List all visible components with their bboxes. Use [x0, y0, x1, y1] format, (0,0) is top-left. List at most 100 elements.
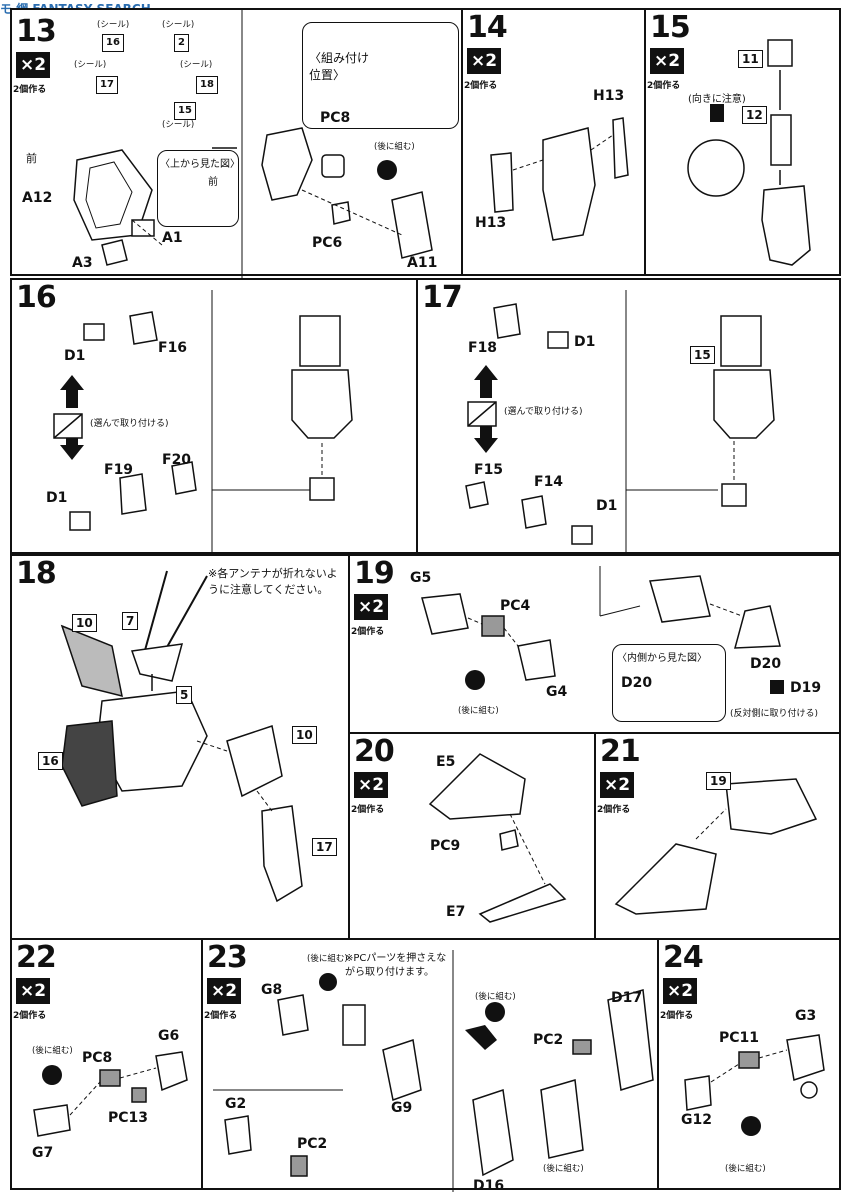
seal-label: (シール) — [162, 20, 195, 30]
x2-badge: ×2 — [16, 978, 50, 1004]
x2-badge: ×2 — [16, 52, 50, 78]
step-number: 23 — [207, 940, 248, 975]
ref-box: 17 — [312, 838, 337, 856]
part-label: F18 — [468, 340, 498, 356]
step-number: 21 — [600, 734, 641, 769]
part-label: PC2 — [533, 1032, 564, 1048]
later-note: (後に組む) — [725, 1164, 766, 1174]
x2-badge: ×2 — [467, 48, 501, 74]
step-number: 18 — [16, 556, 57, 591]
make-two-note: 2個作る — [464, 81, 498, 91]
step-16-panel: 16 (選んで取り付ける) D1 F16 F19 F20 D1 — [10, 278, 418, 556]
part-label: G6 — [158, 1028, 180, 1044]
make-two-note: 2個作る — [660, 1011, 694, 1021]
later-note: (後に組む) — [458, 706, 499, 716]
part-label: G8 — [261, 982, 283, 998]
part-label: PC8 — [320, 110, 351, 126]
front-label: 前 — [26, 152, 37, 165]
later-note: (後に組む) — [374, 142, 415, 152]
step-number: 19 — [354, 556, 395, 591]
part-label: G2 — [225, 1096, 247, 1112]
make-two-note: 2個作る — [597, 805, 631, 815]
part-label: F14 — [534, 474, 564, 490]
step-21-panel: 21 ×2 2個作る 19 — [594, 732, 841, 940]
x2-badge: ×2 — [354, 772, 388, 798]
seal-number: 16 — [102, 34, 124, 52]
part-label: PC8 — [82, 1050, 113, 1066]
part-label: D20 — [750, 656, 782, 672]
step-number: 20 — [354, 734, 395, 769]
step-18-illustration — [60, 570, 303, 903]
top-view-title: 〈上から見た図〉 — [160, 159, 240, 170]
step-number: 17 — [422, 280, 463, 315]
step-number: 15 — [650, 10, 691, 45]
later-note: (後に組む) — [543, 1164, 584, 1174]
step-23-panel: 23 ×2 2個作る G8 (後に組む) ※PCパーツを押さえながら取り付けます… — [201, 938, 659, 1194]
step-24-illustration — [684, 1034, 825, 1136]
seal-label: (シール) — [180, 60, 213, 70]
inside-view-callout: 〈内側から見た図〉 D20 — [612, 644, 726, 722]
x2-badge: ×2 — [600, 772, 634, 798]
seal-number: 17 — [96, 76, 118, 94]
part-label: D16 — [473, 1178, 505, 1194]
step-17-panel: 17 (選んで取り付ける) 15 F18 D1 F15 F14 D1 — [416, 278, 841, 556]
ref-box: 10 — [72, 614, 97, 632]
inside-view-title: 〈内側から見た図〉 — [617, 653, 707, 664]
ref-box: 19 — [706, 772, 731, 790]
assembly-position-title: 〈組み付け 位置〉 — [309, 51, 370, 82]
part-label: E7 — [446, 904, 466, 920]
choose-note: (選んで取り付ける) — [90, 419, 169, 429]
part-label: D19 — [790, 680, 822, 696]
seal-label: (シール) — [74, 60, 107, 70]
seal-number: 15 — [174, 102, 196, 120]
part-label: F15 — [474, 462, 504, 478]
part-label: D20 — [621, 675, 653, 691]
antenna-note: ※各アンテナが折れないように注意してください。 — [208, 567, 338, 596]
step-23-illustration — [213, 950, 654, 1192]
ref-box: 11 — [738, 50, 763, 68]
part-label: D1 — [64, 348, 86, 364]
ref-box: 12 — [742, 106, 767, 124]
part-label: D17 — [611, 990, 643, 1006]
x2-badge: ×2 — [354, 594, 388, 620]
assembly-position-callout: 〈組み付け 位置〉 — [302, 22, 459, 129]
make-two-note: 2個作る — [351, 627, 385, 637]
make-two-note: 2個作る — [351, 805, 385, 815]
seal-label: (シール) — [97, 20, 130, 30]
make-two-note: 2個作る — [13, 1011, 47, 1021]
step-number: 16 — [16, 280, 57, 315]
later-note: (後に組む) — [475, 992, 516, 1002]
make-two-note: 2個作る — [647, 81, 681, 91]
step-21-illustration — [614, 778, 818, 915]
part-label: G5 — [410, 570, 432, 586]
part-label: PC4 — [500, 598, 531, 614]
make-two-note: 2個作る — [204, 1011, 238, 1021]
part-label: G7 — [32, 1145, 54, 1161]
ref-box: 15 — [690, 346, 715, 364]
part-label: G12 — [681, 1112, 712, 1128]
opposite-note: (反対側に取り付ける) — [730, 709, 819, 719]
step-13-illustration — [73, 10, 433, 278]
ref-box: 7 — [122, 612, 139, 630]
part-label: F19 — [104, 462, 134, 478]
later-note: (後に組む) — [32, 1046, 73, 1056]
front-label: 前 — [208, 177, 218, 188]
seal-number: 2 — [174, 34, 189, 52]
part-label: F16 — [158, 340, 188, 356]
step-19-illustration — [421, 566, 784, 694]
part-label: G4 — [546, 684, 568, 700]
part-label: H13 — [475, 215, 507, 231]
part-label: PC6 — [312, 235, 343, 251]
step-20-panel: 20 ×2 2個作る E5 PC9 E7 — [348, 732, 596, 940]
ref-box: 5 — [176, 686, 193, 704]
top-view-callout: 〈上から見た図〉 前 — [157, 150, 240, 227]
step-16-illustration — [53, 290, 353, 556]
step-19-panel: 19 ×2 2個作る G5 PC4 G4 (後に組む) 〈内側から見た図〉 D2… — [348, 554, 841, 734]
seal-label: (シール) — [162, 120, 195, 130]
part-label: D1 — [574, 334, 596, 350]
step-14-panel: 14 ×2 2個作る H13 H13 — [461, 8, 646, 276]
later-note: (後に組む) — [307, 954, 348, 964]
part-label: D1 — [46, 490, 68, 506]
step-22-illustration — [33, 1051, 188, 1137]
part-label: A3 — [72, 255, 93, 271]
